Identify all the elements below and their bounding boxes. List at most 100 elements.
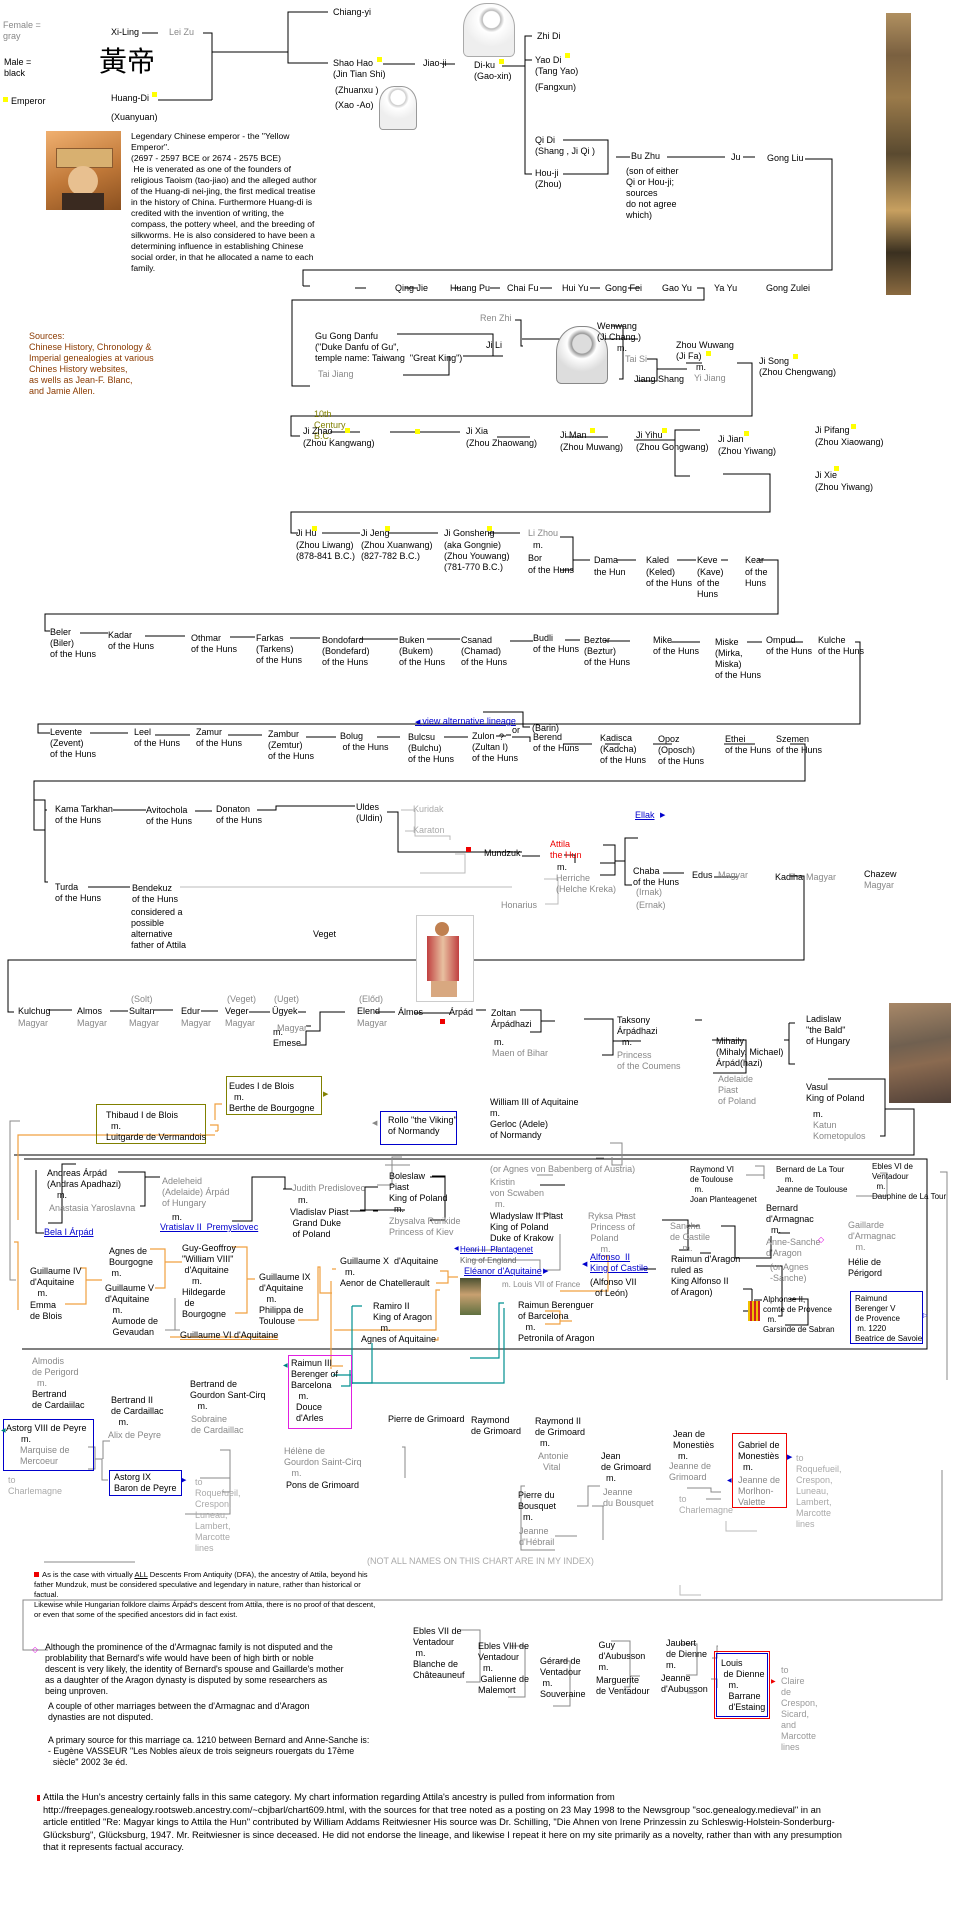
person-tai-si[interactable]: Tai Si <box>625 354 648 364</box>
person-raimun-daragon[interactable]: Raimun d'Aragon ruled as King Alfonso II… <box>671 1254 741 1297</box>
person-lei-zu[interactable]: Lei Zu <box>169 27 195 37</box>
person-guillaume-vi[interactable]: Guillaume VI d'Aquitaine <box>180 1330 279 1340</box>
triangle-right-icon[interactable]: ▶ <box>543 1268 549 1275</box>
person-honarius[interactable]: Honarius <box>501 900 538 910</box>
person-attila-the-hun[interactable]: Attila the Hun <box>550 839 582 860</box>
person-ethei[interactable]: Ethei <box>725 734 746 744</box>
person-sultan[interactable]: Sultan <box>129 1006 155 1016</box>
person-marguerite-de-ventadour[interactable]: Marguerite de Ventadour <box>596 1675 650 1696</box>
person-zhou-wuwang[interactable]: Zhou Wuwang (Ji Fa) m. <box>676 340 734 372</box>
person-guillaume-ix[interactable]: Guillaume IX d'Aquitaine m. Philippa de … <box>259 1272 311 1326</box>
person-rollo[interactable]: Rollo "the Viking" of Normandy <box>388 1115 457 1136</box>
person-antonie-vital[interactable]: Antonie Vital <box>538 1451 569 1472</box>
person-ji-song[interactable]: Ji Song (Zhou Chengwang) <box>759 356 837 377</box>
person-jean-de-grimoard[interactable]: Jean de Grimoard m. <box>601 1451 652 1483</box>
triangle-right-icon[interactable]: ▶ <box>787 1454 793 1461</box>
person-almos-2[interactable]: Álmos <box>398 1007 424 1017</box>
person-alphonse-ii-provence[interactable]: Alphonse II, comte de Provence m. Garsin… <box>763 1295 835 1334</box>
person-anne-sanche[interactable]: Anne-Sanche d'Aragon <box>766 1237 821 1258</box>
person-ryksa-piast[interactable]: Ryksa Piast Princess of Poland m. <box>588 1211 636 1254</box>
person-huang-pu[interactable]: Huang Pu <box>450 283 491 293</box>
person-avitochola[interactable]: Avitochola of the Huns <box>146 805 193 826</box>
triangle-left-icon[interactable]: ◀ <box>582 1261 588 1268</box>
person-chazew[interactable]: Chazew <box>864 869 897 879</box>
person-almos[interactable]: Almos <box>77 1006 103 1016</box>
person-bor[interactable]: Bor <box>528 553 543 563</box>
triangle-right-icon[interactable]: ▶ <box>660 812 666 819</box>
person-tai-jiang[interactable]: Tai Jiang <box>318 369 354 379</box>
person-qing-jie[interactable]: Qing Jie <box>395 283 429 293</box>
person-turda[interactable]: Turda of the Huns <box>55 882 102 903</box>
person-bertrand-de-cardaillac[interactable]: Bertrand de Cardaiilac <box>32 1389 85 1410</box>
person-ji-man[interactable]: Ji Man <box>560 430 587 440</box>
person-bernard-de-la-tour[interactable]: Bernard de La Tour m. Jeanne de Toulouse <box>776 1165 848 1194</box>
person-ji-hu[interactable]: Ji Hu <box>296 528 317 538</box>
person-pons-de-grimoard[interactable]: Pons de Grimoard <box>286 1480 360 1490</box>
person-jeanne-de-morlhon[interactable]: Jeanne de Morlhon- Valette <box>738 1475 781 1507</box>
person-ji-xie[interactable]: Ji Xie <box>815 470 838 480</box>
person-kadiha[interactable]: Kadiha <box>775 872 804 882</box>
triangle-left-icon[interactable]: ◀ <box>1 1428 6 1434</box>
person-csanad[interactable]: Csanad <box>461 635 493 645</box>
person-li-zhou[interactable]: Li Zhou <box>528 528 559 538</box>
person-elend[interactable]: Elend <box>357 1006 381 1016</box>
person-pierre-de-grimoard[interactable]: Pierre de Grimoard <box>388 1414 465 1424</box>
person-eleanor-link[interactable]: Eléanor d'Aquitaine <box>464 1266 542 1276</box>
person-hou-ji[interactable]: Hou-ji (Zhou) <box>535 168 562 189</box>
person-pierre-du-bousquet[interactable]: Pierre du Bousquet m. <box>518 1490 557 1522</box>
person-gong-fei[interactable]: Gong Fei <box>605 283 643 293</box>
person-budli[interactable]: Budli <box>533 633 554 643</box>
person-agnes-of-aquitaine[interactable]: Agnes of Aquitaine <box>361 1334 437 1344</box>
person-bertrand-ii[interactable]: Bertrand II de Cardaillac m. <box>111 1395 164 1427</box>
link-to-roquefueil[interactable]: to Roquefueil, Crespon, Luneau, Lambert,… <box>195 1477 241 1553</box>
triangle-right-icon[interactable]: ▶ <box>181 1477 187 1484</box>
person-bernard-darmagnac[interactable]: Bernard d'Armagnac m. <box>766 1203 814 1235</box>
person-dama[interactable]: Dama <box>594 555 619 565</box>
person-beler[interactable]: Beler <box>50 627 72 637</box>
person-louis-de-dienne[interactable]: Louis de Dienne m. Barrane d'Estaing <box>721 1658 766 1712</box>
person-ebles-viii[interactable]: Ebles VIII de Ventadour m. Galienne de M… <box>478 1641 530 1695</box>
person-astorg-viii[interactable]: Astorg VIII de Peyre m. <box>6 1423 87 1444</box>
person-berend[interactable]: Berend <box>533 732 563 742</box>
person-emese[interactable]: m. Emese <box>273 1027 302 1048</box>
person-kear[interactable]: Kear <box>745 555 765 565</box>
person-zambur[interactable]: Zambur <box>268 729 300 739</box>
person-alfonso-ii-link[interactable]: Alfonso II King of Castile <box>590 1252 649 1273</box>
person-adelaide-piast[interactable]: Adelaide Piast of Poland <box>718 1074 757 1106</box>
person-ya-yu[interactable]: Ya Yu <box>714 283 738 293</box>
person-marquise-de-mercoeur[interactable]: Marquise de Mercoeur <box>20 1445 70 1466</box>
person-bela-i-link[interactable]: Bela I Árpád <box>44 1227 94 1237</box>
person-ramiro-ii[interactable]: Ramiro II King of Aragon m. <box>373 1301 433 1333</box>
person-donaton[interactable]: Donaton of the Huns <box>216 804 263 825</box>
person-huang-di[interactable]: Huang-Di <box>111 93 150 103</box>
person-mundzuk[interactable]: Mundzuk <box>484 848 521 858</box>
person-gabriel-de-monesties[interactable]: Gabriel de Monestiès m. <box>738 1440 780 1472</box>
person-kadar[interactable]: Kadar <box>108 630 133 640</box>
person-guillaume-iv[interactable]: Guillaume IV d'Aquitaine m. <box>30 1266 82 1298</box>
person-jean-de-monesties[interactable]: Jean de Monestiès m. <box>673 1429 715 1461</box>
person-kulche[interactable]: Kulche <box>818 635 846 645</box>
person-edus[interactable]: Edus <box>692 870 713 880</box>
person-gaillarde[interactable]: Gaillarde d'Armagnac m. <box>848 1220 896 1252</box>
person-veget[interactable]: Veget <box>313 929 337 939</box>
person-kristin[interactable]: Kristin von Scwaben m. <box>490 1177 545 1209</box>
person-uldes[interactable]: Uldes (Uldin) <box>356 802 383 823</box>
person-vasul[interactable]: Vasul King of Poland <box>806 1082 865 1103</box>
person-karaton[interactable]: Karaton <box>413 825 445 835</box>
person-anastasia[interactable]: Anastasia Yaroslavna <box>49 1203 136 1213</box>
person-eudes-de-blois[interactable]: Eudes I de Blois m. Berthe de Bourgogne <box>229 1081 315 1113</box>
person-guy-daubusson[interactable]: Guy d'Aubusson m. <box>598 1640 646 1672</box>
person-almodis[interactable]: Almodis de Perigord m. <box>32 1356 79 1388</box>
person-ompud[interactable]: Ompud <box>766 635 796 645</box>
person-bu-zhu[interactable]: Bu Zhu <box>631 151 661 161</box>
person-ebles-vii[interactable]: Ebles VII de Ventadour m. Blanche de Châ… <box>413 1626 465 1680</box>
person-mike[interactable]: Mike <box>653 635 673 645</box>
person-raymond-de-grimoard[interactable]: Raymond de Grimoard <box>471 1415 522 1436</box>
person-thibaud-de-blois[interactable]: Thibaud I de Blois m. Luitgarde de Verma… <box>106 1110 207 1142</box>
person-ji-gonsheng[interactable]: Ji Gonsheng <box>444 528 495 538</box>
person-ji-li[interactable]: Ji Li <box>486 340 503 350</box>
person-chai-fu[interactable]: Chai Fu <box>507 283 539 293</box>
person-leel[interactable]: Leel <box>134 727 152 737</box>
person-gong-liu[interactable]: Gong Liu <box>767 153 804 163</box>
person-jeanne-dhebrail[interactable]: Jeanne d'Hébrail <box>519 1526 555 1547</box>
